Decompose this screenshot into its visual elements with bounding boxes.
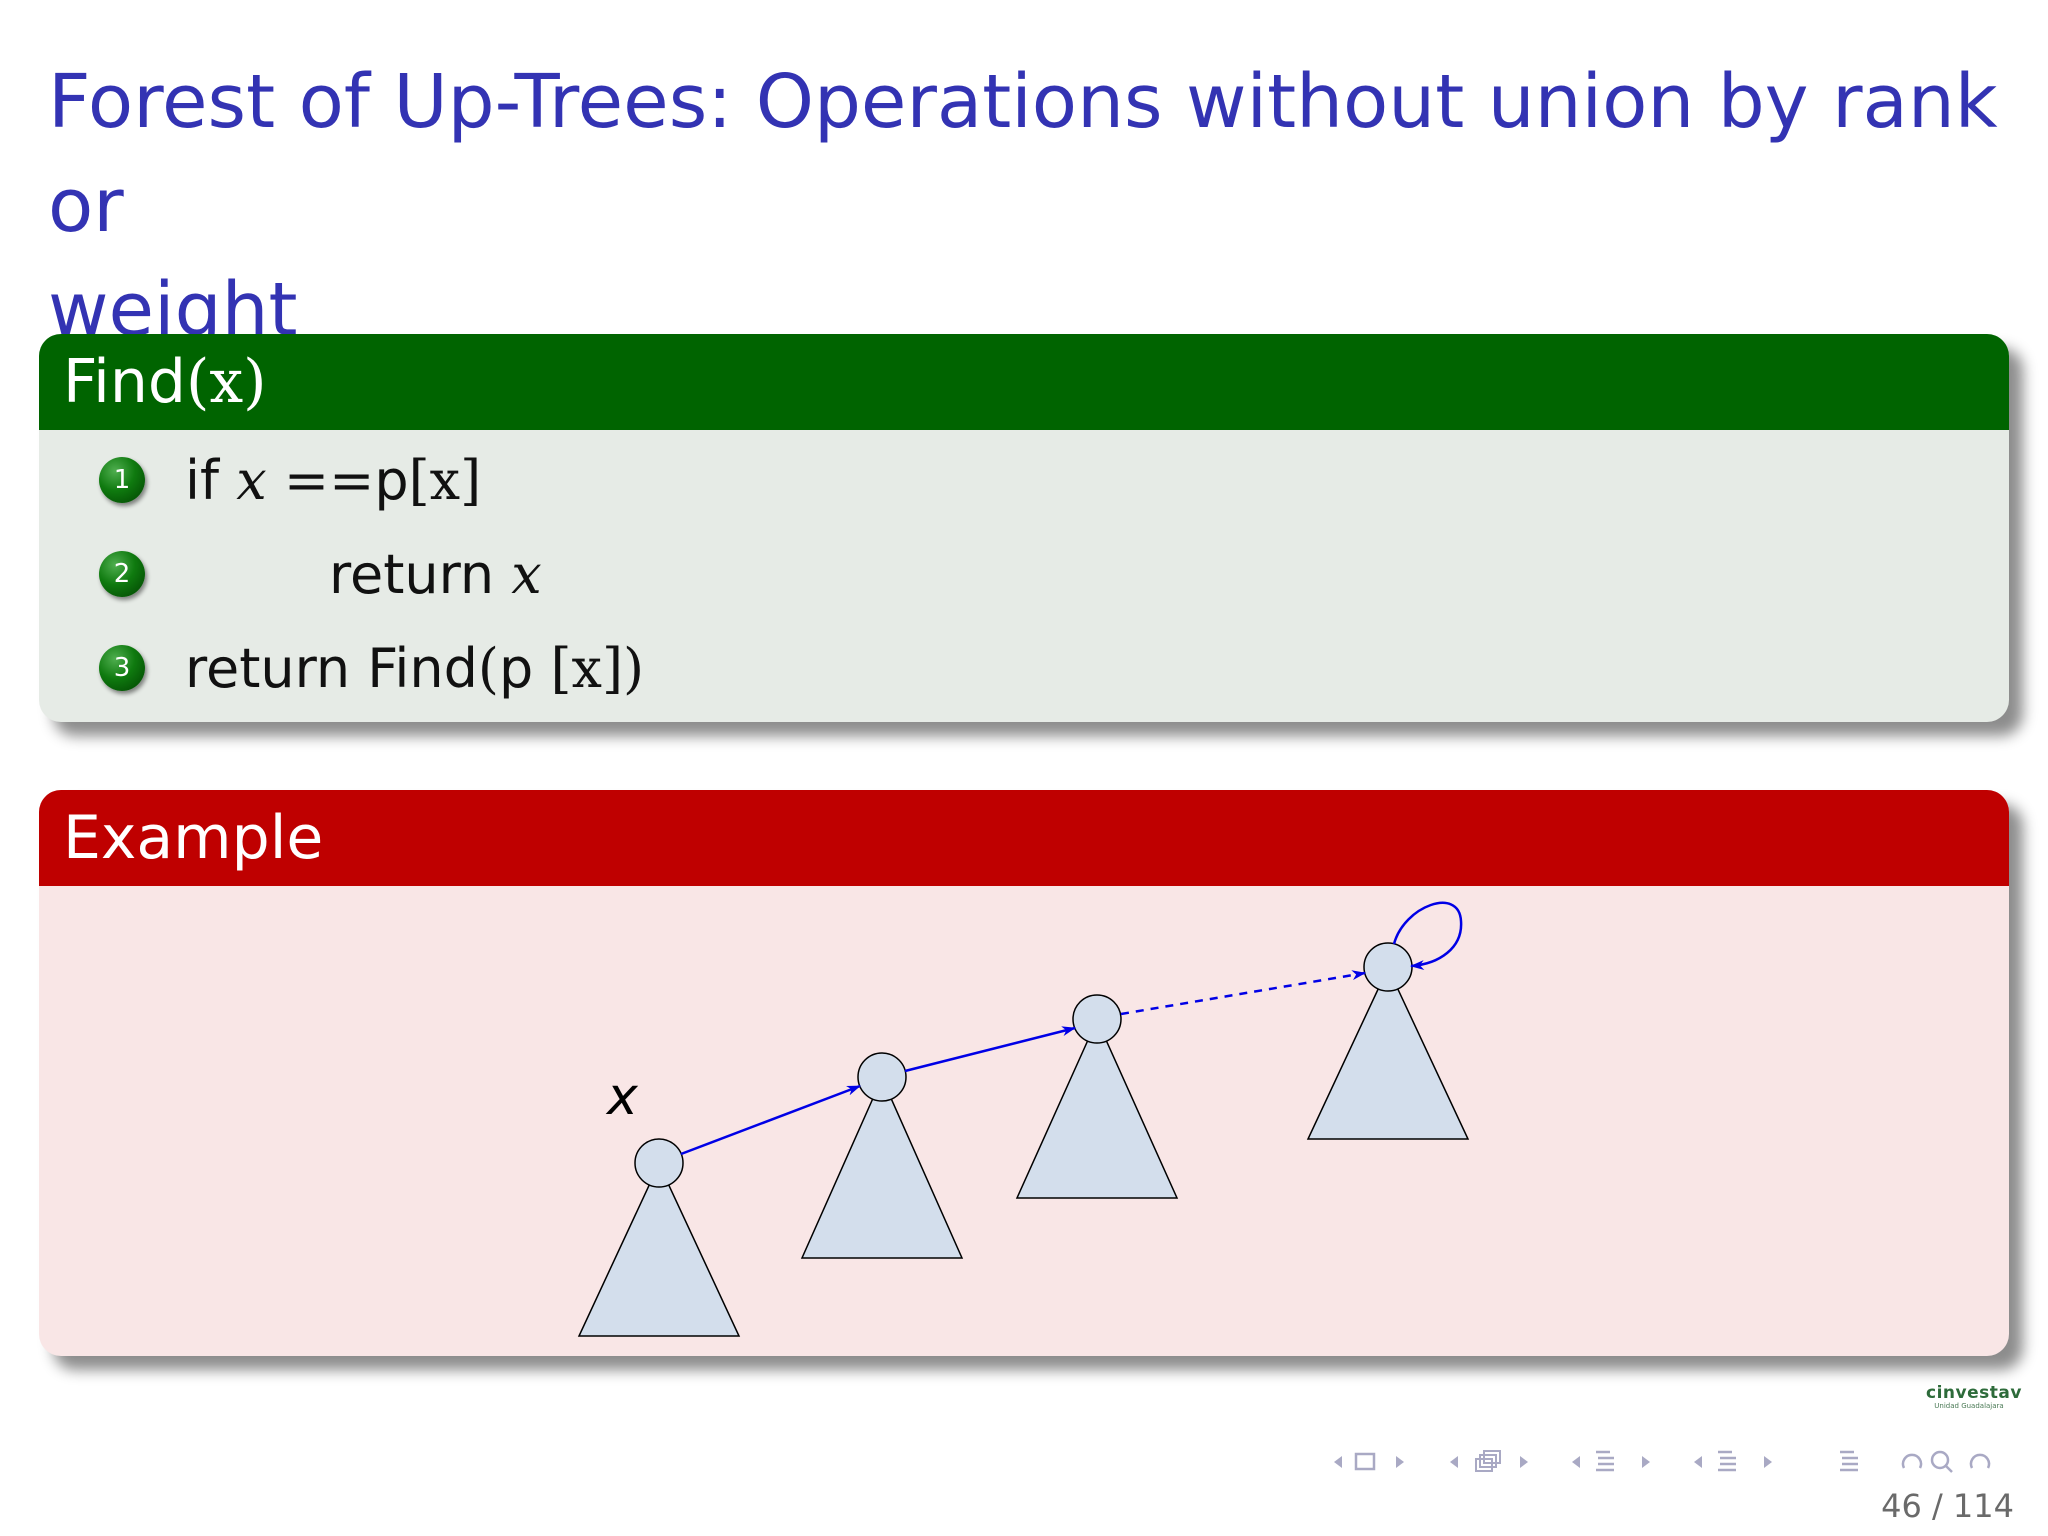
subsection-icon[interactable]	[1475, 1450, 1501, 1472]
step-1-number-badge: 1	[99, 457, 145, 503]
page-separator: /	[1931, 1487, 1943, 1525]
slide-title: Forest of Up-Trees: Operations without u…	[48, 50, 2008, 362]
step-1-text: if x ==p[x]	[185, 449, 481, 512]
tree-3-root-node	[1072, 994, 1122, 1044]
example-block-title: Example	[63, 803, 324, 873]
pointer-2-to-3	[904, 1026, 1076, 1073]
step-2: 2 return x	[99, 534, 542, 614]
search-icon[interactable]	[1930, 1450, 1953, 1473]
beamer-navigation-bar	[1334, 1450, 1991, 1473]
step-1-variable: x	[236, 448, 267, 512]
frame-next-icon[interactable]	[1396, 1456, 1404, 1468]
tree-2-triangle	[800, 1076, 964, 1259]
presentation-prev-icon[interactable]	[1694, 1456, 1702, 1468]
up-tree-diagram: x	[577, 901, 1470, 1337]
step-1: 1 if x ==p[x]	[99, 440, 481, 520]
pointer-3-to-4-dashed	[1120, 970, 1366, 1016]
find-block-header: Find(x)	[39, 334, 2009, 430]
frame-icon[interactable]	[1354, 1452, 1376, 1471]
step-2-variable: x	[511, 542, 542, 606]
presentation-next-icon[interactable]	[1764, 1456, 1772, 1468]
root-self-loop	[1392, 901, 1463, 971]
step-3-text: return Find(p [x])	[185, 637, 644, 700]
frame-prev-icon[interactable]	[1334, 1456, 1342, 1468]
step-3-number-badge: 3	[99, 645, 145, 691]
node-x-label: x	[605, 1067, 639, 1127]
subsection-next-icon[interactable]	[1520, 1456, 1528, 1468]
toc-icon[interactable]	[1840, 1450, 1858, 1472]
page-number: 46 / 114	[1880, 1482, 2014, 1530]
presentation-icon[interactable]	[1718, 1450, 1736, 1472]
tree-4-triangle	[1306, 966, 1470, 1140]
step-1-index: [x]	[408, 448, 482, 512]
step-3: 3 return Find(p [x])	[99, 628, 644, 708]
page-total: 114	[1952, 1487, 2014, 1525]
tree-3-triangle	[1015, 1018, 1179, 1199]
pointer-1-to-2	[680, 1084, 861, 1156]
step-1-keyword: if	[185, 448, 237, 512]
slide-title-line-1: Forest of Up-Trees: Operations without u…	[48, 59, 1998, 249]
step-3-index: [x])	[550, 636, 645, 700]
find-block-title: Find	[63, 347, 186, 417]
step-2-number-badge: 2	[99, 551, 145, 597]
step-2-text: return x	[185, 543, 542, 606]
step-1-parent: p	[374, 448, 409, 512]
step-3-paren: (	[477, 636, 499, 700]
section-next-icon[interactable]	[1642, 1456, 1650, 1468]
page-current: 46	[1881, 1487, 1922, 1525]
step-2-keyword: return	[329, 542, 512, 606]
find-block-title-argument: (x)	[185, 347, 267, 417]
subsection-prev-icon[interactable]	[1450, 1456, 1458, 1468]
step-3-keyword: return Find	[185, 636, 478, 700]
example-block: Example x	[39, 790, 2009, 1356]
back-icon[interactable]	[1901, 1453, 1923, 1469]
tree-4-root-node	[1363, 942, 1413, 992]
step-1-operator: ==	[266, 448, 375, 512]
tree-1-root-node	[634, 1138, 684, 1188]
logo-text: cinvestav	[1926, 1383, 2022, 1403]
logo-subtext: Unidad Guadalajara	[1934, 1402, 2004, 1410]
section-prev-icon[interactable]	[1572, 1456, 1580, 1468]
tree-2-root-node	[857, 1052, 907, 1102]
section-icon[interactable]	[1596, 1450, 1614, 1472]
find-algorithm-block: Find(x) 1 if x ==p[x] 2 return x 3 retur…	[39, 334, 2009, 722]
cinvestav-logo: cinvestav Unidad Guadalajara	[1926, 1383, 2022, 1411]
example-block-header: Example	[39, 790, 2009, 886]
forward-icon[interactable]	[1969, 1453, 1991, 1469]
tree-1-triangle	[577, 1162, 741, 1337]
step-3-parent: p	[499, 636, 551, 700]
